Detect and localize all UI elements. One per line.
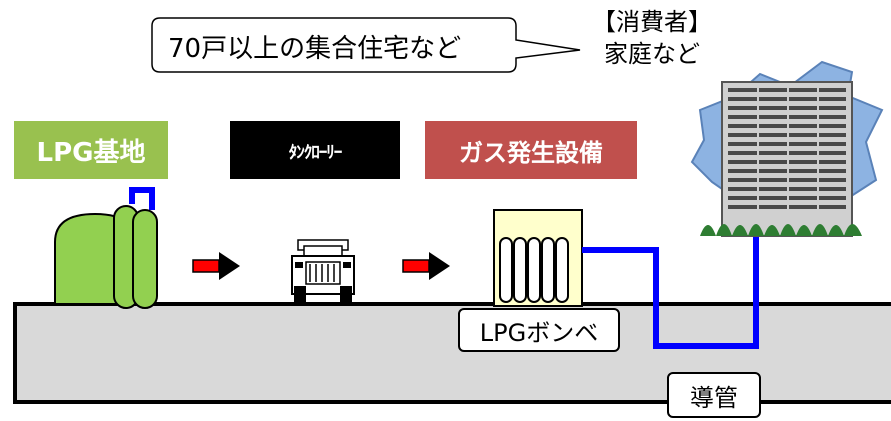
arrow-right-icon-1 <box>192 252 240 280</box>
pipe-label: 導管 <box>667 372 761 418</box>
cylinder-label: LPGボンベ <box>458 308 620 352</box>
gas-pipe <box>582 230 759 349</box>
callout-text: 70戸以上の集合住宅など <box>168 34 462 64</box>
tanker-tag: ﾀﾝｸﾛｰﾘｰ <box>230 121 400 179</box>
apartment-building-icon <box>690 60 884 237</box>
consumer-subheading: 家庭など <box>604 40 700 68</box>
consumer-heading: 【消費者】 <box>592 8 712 36</box>
gas-cylinders-icon <box>493 209 583 307</box>
lpg-base-tag: LPG基地 <box>14 121 168 179</box>
gas-facility-tag: ガス発生設備 <box>425 121 637 179</box>
callout-bubble <box>151 17 581 73</box>
ground-block <box>13 302 891 404</box>
arrow-right-icon-2 <box>402 252 450 280</box>
tanker-truck-icon <box>291 239 355 304</box>
lpg-tank-icon <box>54 187 158 309</box>
